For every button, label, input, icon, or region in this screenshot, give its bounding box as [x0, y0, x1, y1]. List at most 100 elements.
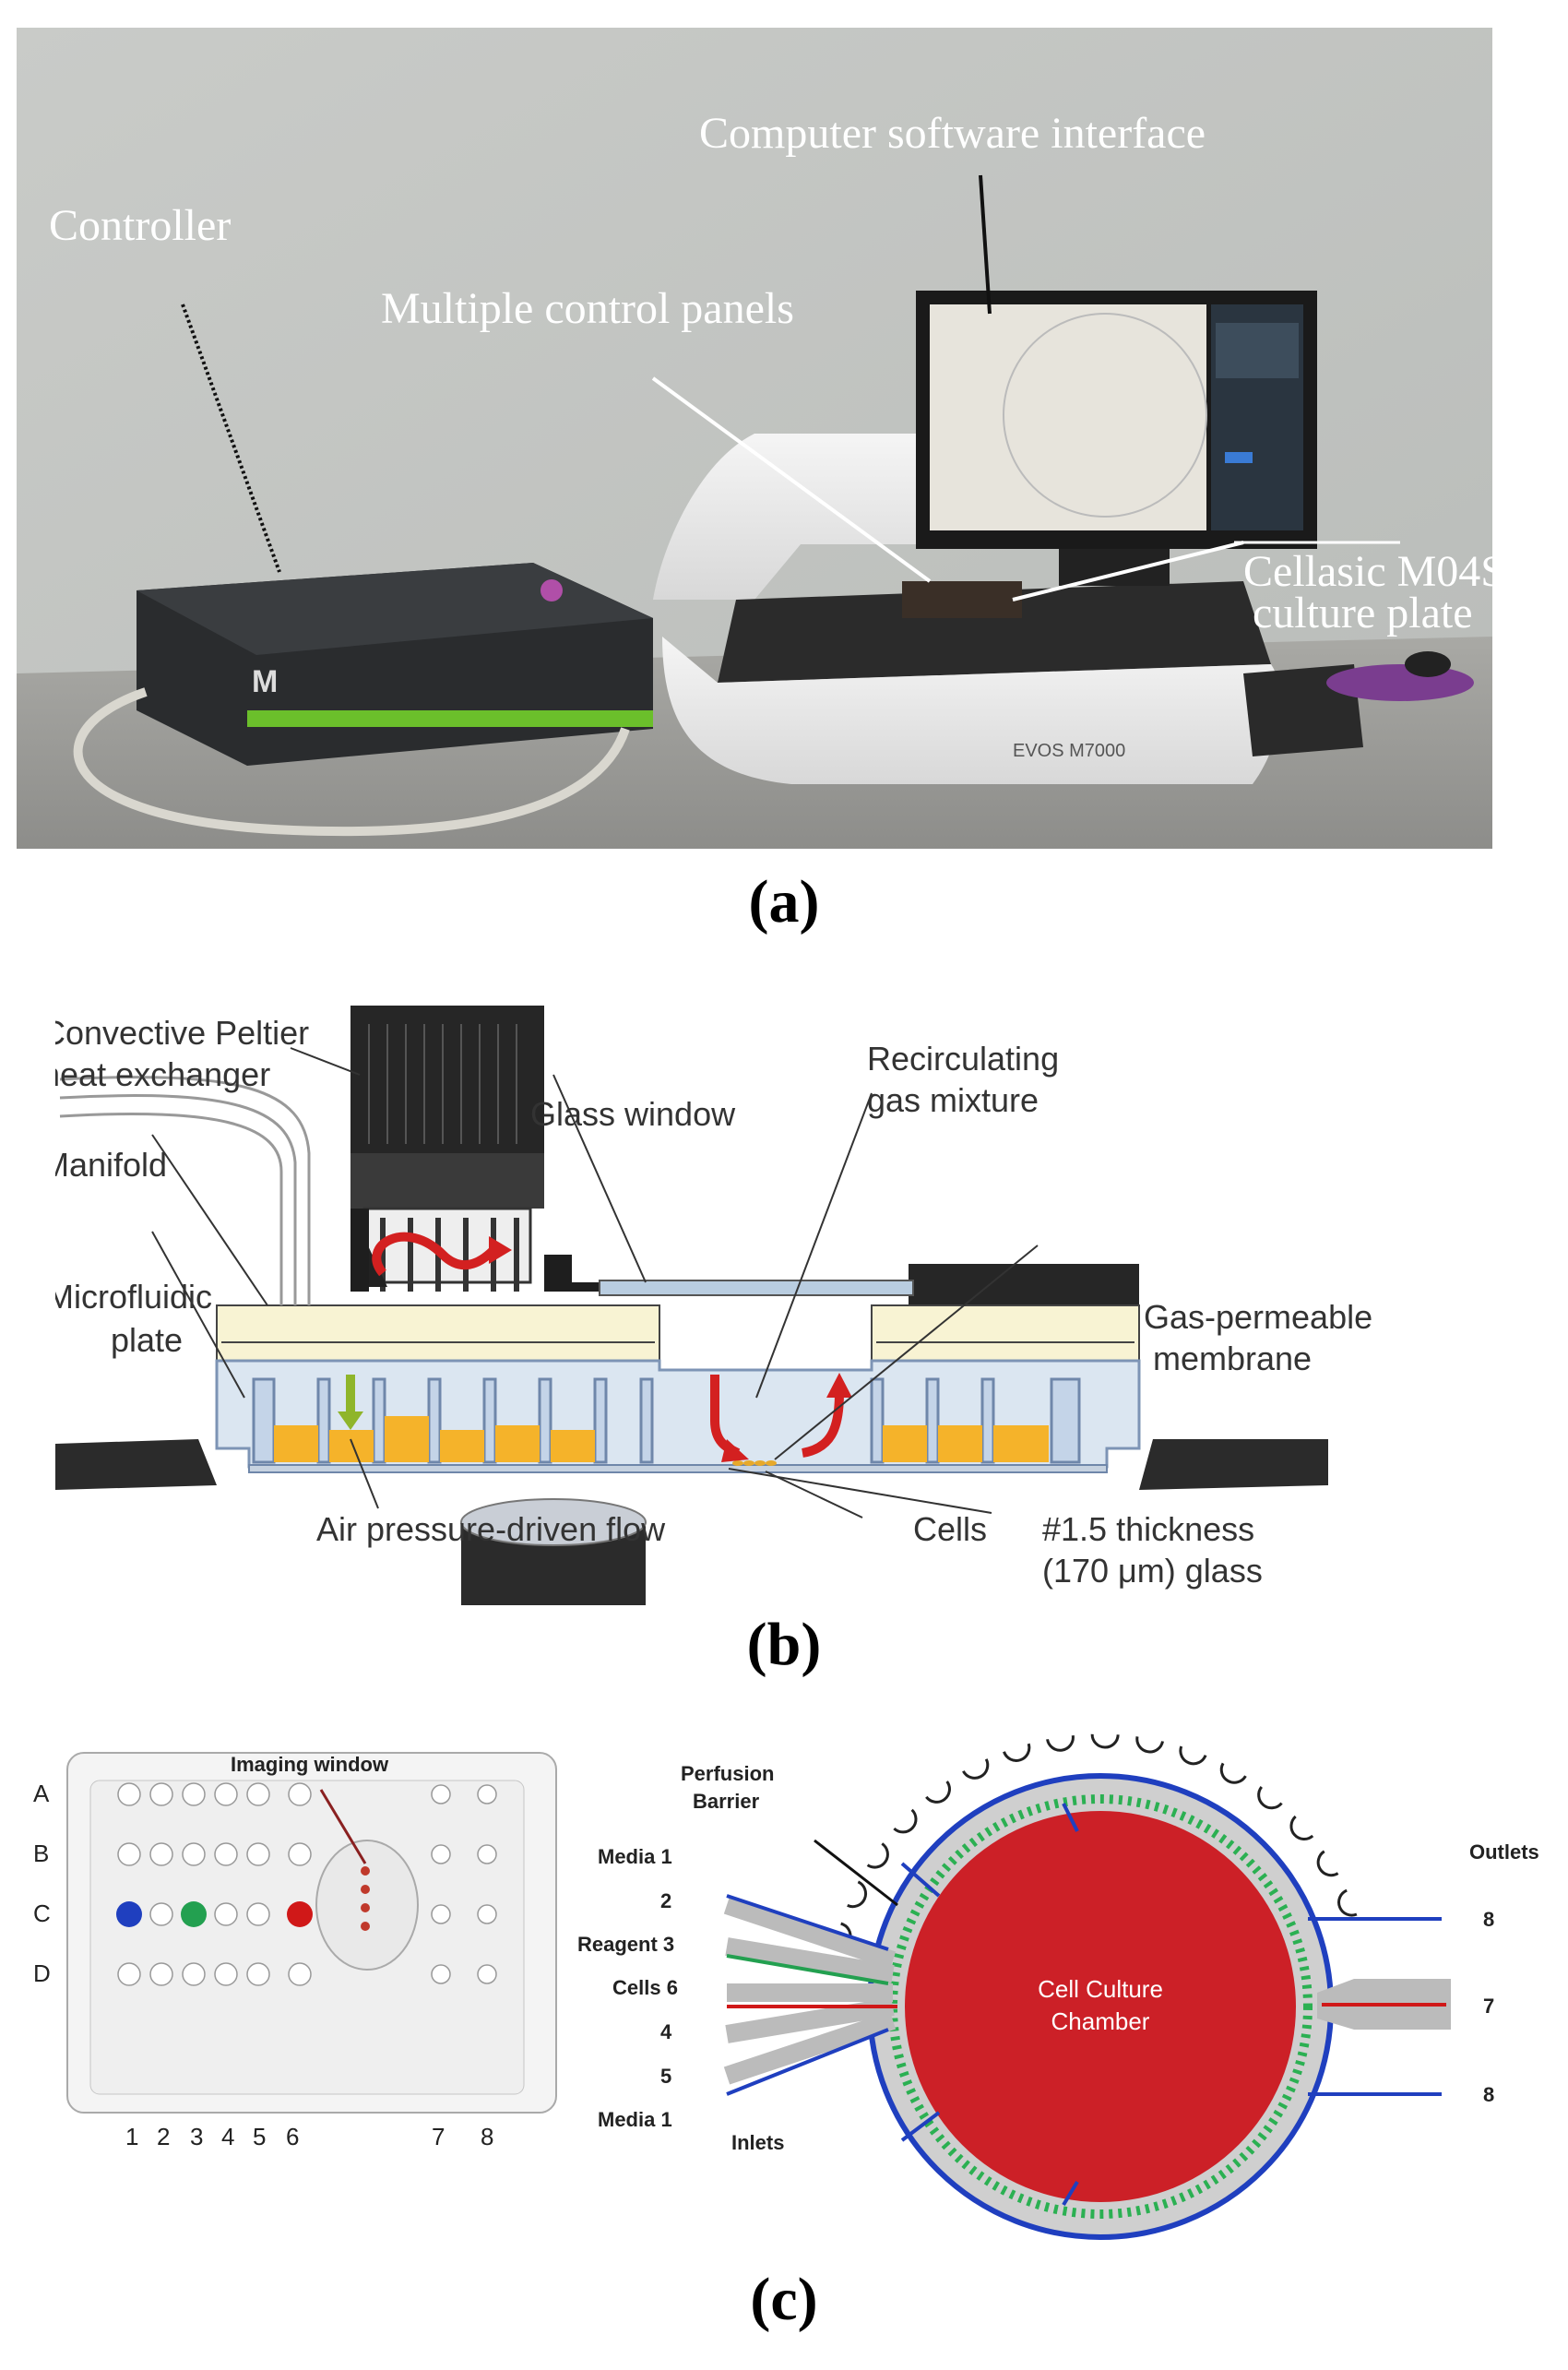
plate-well: [431, 1904, 451, 1924]
row-label: B: [33, 1840, 49, 1867]
chamber-label-1: Cell Culture: [1038, 1975, 1163, 2003]
plate-well: [246, 1962, 270, 1986]
label-outlets: Outlets: [1469, 1840, 1539, 1864]
label-gas-permeable-2: membrane: [1153, 1340, 1312, 1377]
manifold-right: [871, 1304, 1140, 1362]
label-software: Computer software interface: [699, 109, 1206, 158]
outlet-arrows: [1308, 1917, 1446, 2096]
perfusion-barrier-mark: [1219, 1762, 1247, 1784]
plate-walls: [252, 1377, 1081, 1464]
right-lid: [909, 1264, 1139, 1310]
inlet-label: Media 1: [598, 2108, 672, 2131]
caption-c: (c): [750, 2266, 818, 2333]
label-recirc-2: gas mixture: [867, 1081, 1039, 1119]
plate-well: [431, 1844, 451, 1864]
perfusion-pointer: [814, 1839, 898, 1907]
plate-well: [246, 1782, 270, 1806]
plate-well: [431, 1784, 451, 1804]
stage-right: [1139, 1439, 1328, 1490]
monitor: [916, 291, 1317, 586]
plate-well: [182, 1782, 206, 1806]
panels-pointer: [651, 376, 932, 583]
col-label: 7: [432, 2123, 445, 2150]
perfusion-barrier-mark: [1046, 1734, 1075, 1752]
perfusion-barrier-marks: [834, 1733, 1358, 1951]
plate-well: [149, 1782, 173, 1806]
col-label: 3: [190, 2123, 203, 2150]
well-reagent-green: [181, 1901, 207, 1927]
controller-device: M: [137, 563, 653, 766]
plate-well: [477, 1904, 497, 1924]
perfusion-barrier-mark: [893, 1808, 918, 1834]
label-plate-line1: Cellasic M04S: [1243, 547, 1492, 596]
col-label: 2: [157, 2123, 170, 2150]
plate-well: [149, 1902, 173, 1926]
plate-wells: [117, 1782, 497, 1986]
perfusion-barrier-mark: [847, 1880, 867, 1909]
perfusion-barrier-mark: [1135, 1736, 1165, 1754]
plate-well: [214, 1782, 238, 1806]
plate-well: [214, 1962, 238, 1986]
perfusion-barrier-mark: [1179, 1745, 1207, 1766]
inlet-channels: [723, 1896, 897, 2085]
peltier-heat-exchanger: [350, 1006, 609, 1292]
inlet-label: 5: [660, 2065, 671, 2088]
label-cells: Cells: [913, 1510, 987, 1548]
plate-well: [117, 1782, 141, 1806]
peltier-flow-arrow: [372, 1232, 497, 1277]
microscope-brand: EVOS M7000: [1013, 741, 1125, 761]
plate-well: [214, 1902, 238, 1926]
label-controller: Controller: [49, 201, 231, 250]
outlet-labels: 878: [1483, 1908, 1494, 2106]
perfusion-barrier-mark: [1337, 1888, 1358, 1917]
col-label: 1: [125, 2123, 138, 2150]
label-manifold: Manifold: [55, 1146, 167, 1184]
perfusion-barrier-mark: [1289, 1815, 1314, 1840]
label-perfusion-2: Barrier: [693, 1790, 760, 1813]
perfusion-barrier-mark: [866, 1842, 889, 1869]
label-gas-permeable-1: Gas-permeable: [1144, 1298, 1372, 1336]
plate-well: [117, 1962, 141, 1986]
culture-plate: [66, 1752, 557, 2114]
label-glass-window: Glass window: [530, 1095, 736, 1133]
perfusion-barrier-mark: [1257, 1785, 1283, 1810]
cell-culture-chamber: [867, 1773, 1334, 2240]
plate-well: [149, 1962, 173, 1986]
col-label: 5: [253, 2123, 266, 2150]
imaging-window-dots: [361, 1866, 370, 1931]
row-label: D: [33, 1959, 51, 1987]
label-control-panels: Multiple control panels: [381, 284, 794, 333]
label-peltier-1: Convective Peltier: [55, 1014, 309, 1052]
col-label: 8: [481, 2123, 493, 2150]
perfusion-barrier-mark: [962, 1758, 990, 1780]
col-label: 4: [221, 2123, 234, 2150]
label-recirc-1: Recirculating: [867, 1040, 1059, 1078]
plate-well: [149, 1842, 173, 1866]
inlet-label: 4: [660, 2020, 672, 2043]
label-thickness-2: (170 μm) glass: [1042, 1552, 1263, 1590]
outlet-label: 7: [1483, 1995, 1494, 2018]
outlet-label: 8: [1483, 1908, 1494, 1931]
plate-well: [477, 1784, 497, 1804]
label-plate-line2: culture plate: [1253, 589, 1473, 637]
well-cells-red: [287, 1901, 313, 1927]
label-inlets: Inlets: [731, 2131, 784, 2154]
controller-brand: M: [252, 664, 278, 699]
up-flow-arrow: [801, 1392, 844, 1458]
plate-well: [117, 1842, 141, 1866]
label-perfusion-1: Perfusion: [681, 1762, 774, 1785]
perfusion-barrier-mark: [1003, 1743, 1031, 1762]
media-wells: [274, 1416, 1049, 1462]
plate-well: [288, 1782, 312, 1806]
objective-lens: [460, 1498, 647, 1605]
plate-well: [246, 1842, 270, 1866]
plate-well: [288, 1962, 312, 1986]
inlet-label: Reagent 3: [577, 1933, 674, 1956]
plate-well: [182, 1962, 206, 1986]
plate-well: [431, 1964, 451, 1984]
label-peltier-2: heat exchanger: [55, 1055, 270, 1093]
